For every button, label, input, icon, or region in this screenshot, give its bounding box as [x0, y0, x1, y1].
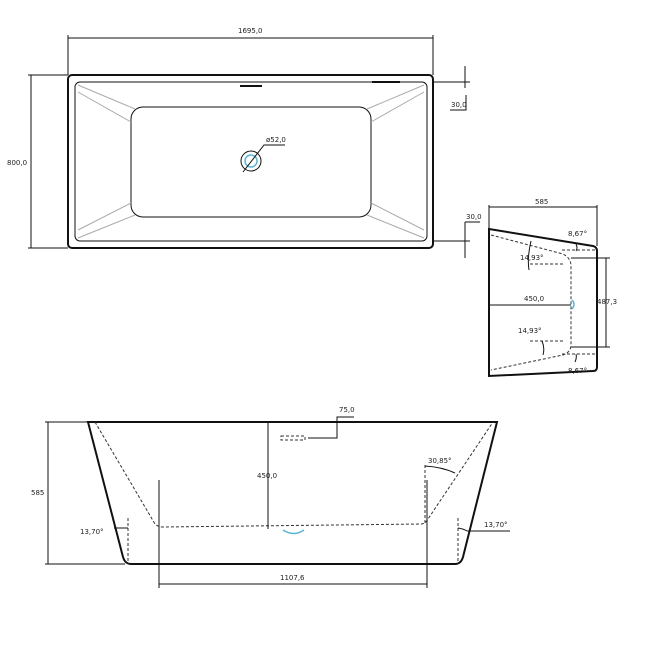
tub-basin — [130, 106, 372, 218]
angle-arcs — [527, 240, 578, 363]
side-height-label: 585 — [31, 489, 44, 497]
end-view: 585 487,3 450,0 8,67° 14,93° 14,93° 8,67… — [488, 198, 617, 378]
slope-lines — [77, 84, 425, 239]
end-width-dimension — [488, 205, 598, 246]
drain-leader — [242, 144, 285, 173]
length-dimension — [67, 35, 434, 75]
overflow-offset-label: 75,0 — [339, 406, 355, 414]
length-label: 1695,0 — [238, 27, 263, 35]
angle-left-label: 13,70° — [80, 528, 104, 536]
width-label: 800,0 — [7, 159, 27, 167]
tub-outer-rim — [67, 74, 434, 249]
drain-diameter-label: ø52,0 — [266, 136, 286, 144]
end-height-label: 487,3 — [597, 298, 617, 306]
inner-depth-label: 450,0 — [257, 472, 277, 480]
end-height-dimension — [571, 257, 610, 348]
bottom-length-label: 1107,6 — [280, 574, 305, 582]
overflow-icon — [280, 435, 306, 441]
side-reference-lines — [127, 465, 459, 564]
top-view: ø52,0 1695,0 800,0 30,0 30,0 — [7, 27, 482, 258]
overflow-leader — [308, 416, 354, 439]
side-view: 585 450,0 1107,6 75,0 30,85° 13,70° 13,7… — [31, 406, 510, 588]
angle-reference-lines — [530, 249, 597, 355]
angle-top-outer-label: 8,67° — [568, 230, 587, 238]
drain-outer — [240, 150, 262, 172]
angle-bottom-outer-label: 8,67° — [568, 367, 587, 375]
rim-bottom-label: 30,0 — [466, 213, 482, 221]
end-width-label: 585 — [535, 198, 548, 206]
bottom-length-dimension — [158, 480, 428, 588]
end-outline — [488, 227, 598, 378]
rim-top-dimension — [433, 66, 470, 88]
side-inner-contour — [94, 421, 494, 528]
angle-right-label: 13,70° — [484, 521, 508, 529]
drain-icon — [244, 154, 258, 168]
angle-top-inner-label: 14,93° — [520, 254, 544, 262]
angle-bottom-inner-label: 14,93° — [518, 327, 542, 335]
side-drain-icon — [282, 529, 305, 535]
end-depth-label: 450,0 — [524, 295, 544, 303]
rim-bottom-dimension — [433, 221, 480, 258]
side-outline — [86, 421, 499, 565]
rim-top-leader — [450, 95, 467, 111]
width-dimension — [28, 74, 68, 249]
angle-right-inner-label: 30,85° — [428, 457, 452, 465]
rim-top-label: 30,0 — [451, 101, 467, 109]
side-angle-arcs — [114, 465, 510, 532]
end-drain-icon — [571, 299, 575, 310]
side-height-dimension — [45, 421, 125, 565]
tub-inner-rim — [74, 81, 428, 242]
